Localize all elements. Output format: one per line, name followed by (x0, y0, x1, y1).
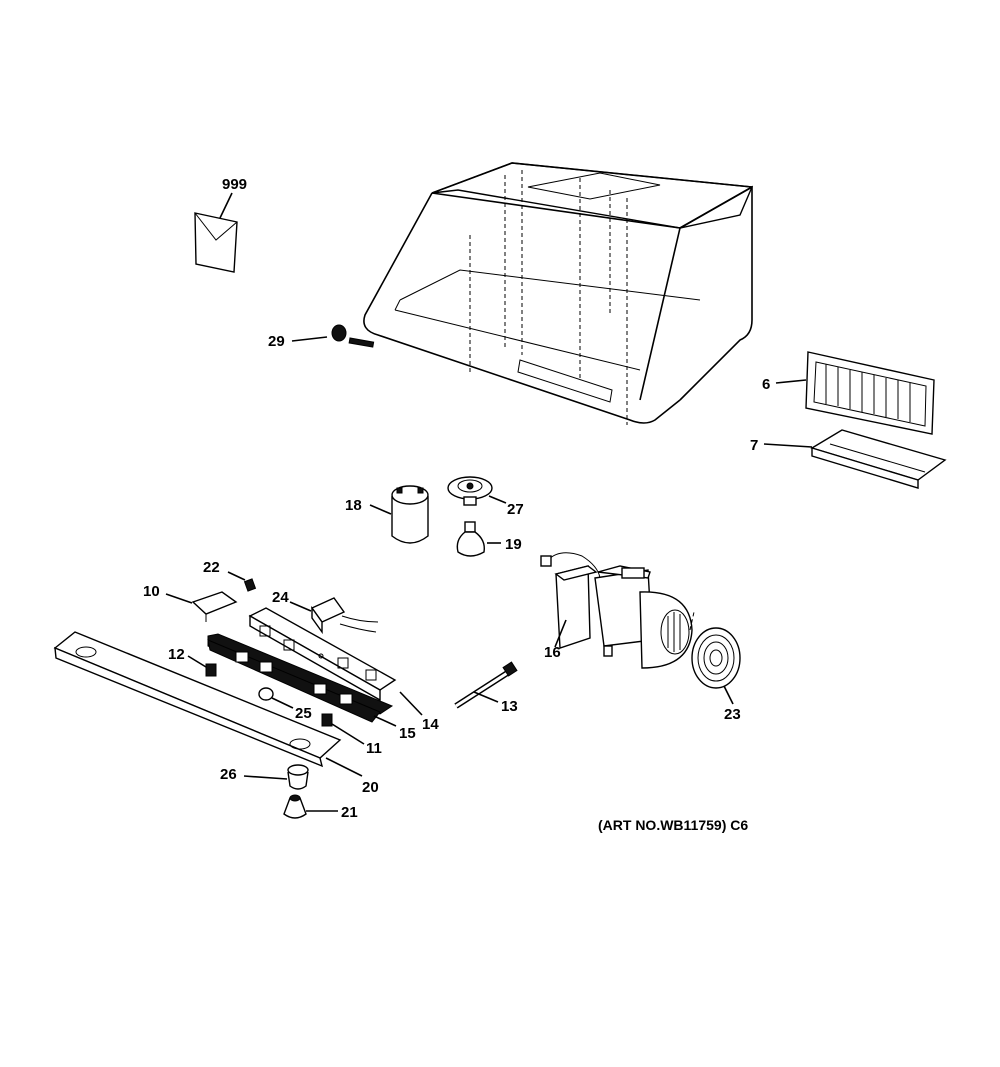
callout-16: 16 (544, 644, 561, 661)
part-12-rocker-switch[interactable] (187, 655, 217, 677)
part-14-control-bracket[interactable] (248, 607, 423, 716)
callout-24: 24 (272, 589, 289, 606)
part-13-rod[interactable] (454, 661, 518, 709)
callout-10: 10 (143, 583, 160, 600)
part-26-knob-base[interactable] (243, 764, 309, 790)
range-hood-body[interactable] (363, 162, 754, 425)
part-27-lamp-socket[interactable] (447, 476, 507, 506)
callout-27: 27 (507, 501, 524, 518)
callout-12: 12 (168, 646, 185, 663)
part-24-relay[interactable] (289, 597, 379, 635)
part-20-trim-rail[interactable] (53, 631, 363, 777)
part-16-blower-motor[interactable] (540, 552, 693, 669)
callout-6: 6 (762, 376, 770, 393)
part-23-fan-guard[interactable] (689, 611, 741, 705)
part-22-switch[interactable] (227, 571, 257, 592)
art-number-note: (ART NO.WB11759) C6 (598, 817, 749, 833)
callout-13: 13 (501, 698, 518, 715)
callout-18: 18 (345, 497, 362, 514)
part-19-light-bulb[interactable] (456, 521, 501, 557)
callout-11: 11 (366, 740, 382, 757)
part-999-envelope[interactable] (194, 192, 238, 273)
callout-999: 999 (222, 176, 247, 193)
callout-19: 19 (505, 536, 522, 553)
callout-22: 22 (203, 559, 220, 576)
callout-21: 21 (341, 804, 358, 821)
part-29-screw[interactable] (291, 324, 375, 348)
callout-23: 23 (724, 706, 741, 723)
part-10-bracket[interactable] (165, 591, 238, 622)
callout-14: 14 (422, 716, 439, 733)
part-6-grease-filter[interactable] (775, 351, 935, 435)
part-18-capacitor[interactable] (369, 485, 429, 544)
part-11-switch[interactable] (321, 713, 365, 745)
callout-15: 15 (399, 725, 416, 742)
part-15-faceplate[interactable] (207, 633, 397, 727)
callout-26: 26 (220, 766, 237, 783)
callout-25: 25 (295, 705, 312, 722)
callout-7: 7 (750, 437, 758, 454)
part-7-tray[interactable] (763, 429, 947, 489)
callout-20: 20 (362, 779, 379, 796)
part-25-knob[interactable] (258, 687, 294, 709)
part-21-knob-cap[interactable] (283, 794, 338, 819)
callout-29: 29 (268, 333, 285, 350)
